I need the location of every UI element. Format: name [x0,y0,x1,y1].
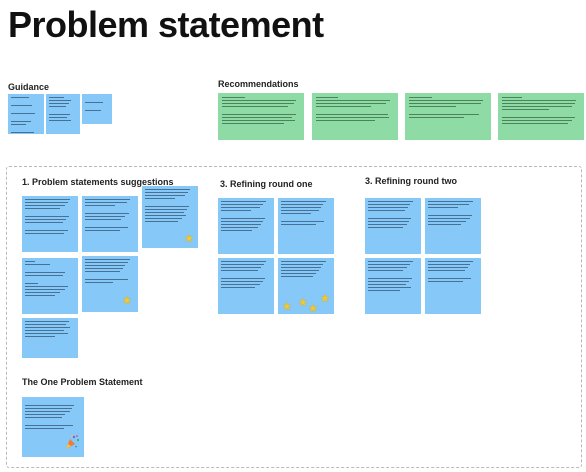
star-icon: ★ [282,301,292,313]
round-two-heading: 3. Refining round two [365,176,457,186]
page-title: Problem statement [8,4,324,45]
star-icon: ★ [298,297,308,309]
one-statement-heading: The One Problem Statement [22,377,143,387]
party-popper-icon [66,434,80,449]
guidance-sticky-2[interactable] [46,94,80,134]
round-one-sticky-1[interactable] [218,198,274,254]
suggestions-heading: 1. Problem statements suggestions [22,177,174,187]
round-two-sticky-4[interactable] [425,258,481,314]
round-two-sticky-2[interactable] [425,198,481,254]
round-one-sticky-4[interactable]: ★ ★ ★ ★ [278,258,334,314]
round-two-sticky-3[interactable] [365,258,421,314]
suggestion-sticky-3[interactable] [22,318,78,358]
guidance-sticky-1[interactable] [8,94,44,134]
recommendation-sticky-4[interactable] [498,93,584,140]
round-one-heading: 3. Refining round one [220,179,313,189]
recommendation-sticky-1[interactable] [218,93,304,140]
round-one-sticky-3[interactable] [218,258,274,314]
guidance-heading: Guidance [8,82,50,92]
star-icon: ★ [122,295,132,307]
suggestion-sticky-1[interactable] [22,196,78,252]
star-icon: ★ [320,293,330,305]
suggestion-sticky-2[interactable] [22,258,78,314]
final-statement-sticky[interactable] [22,397,84,457]
suggestion-sticky-6[interactable]: ★ [142,186,198,248]
recommendation-sticky-3[interactable] [405,93,491,140]
round-two-sticky-1[interactable] [365,198,421,254]
star-icon: ★ [308,303,318,315]
suggestion-sticky-4[interactable] [82,196,138,252]
recommendation-sticky-2[interactable] [312,93,398,140]
suggestion-sticky-5[interactable]: ★ [82,256,138,312]
recommendations-heading: Recommendations [218,79,299,89]
star-icon: ★ [184,233,194,245]
workshop-frame [6,166,582,468]
round-one-sticky-2[interactable] [278,198,334,254]
guidance-sticky-3[interactable] [82,94,112,124]
